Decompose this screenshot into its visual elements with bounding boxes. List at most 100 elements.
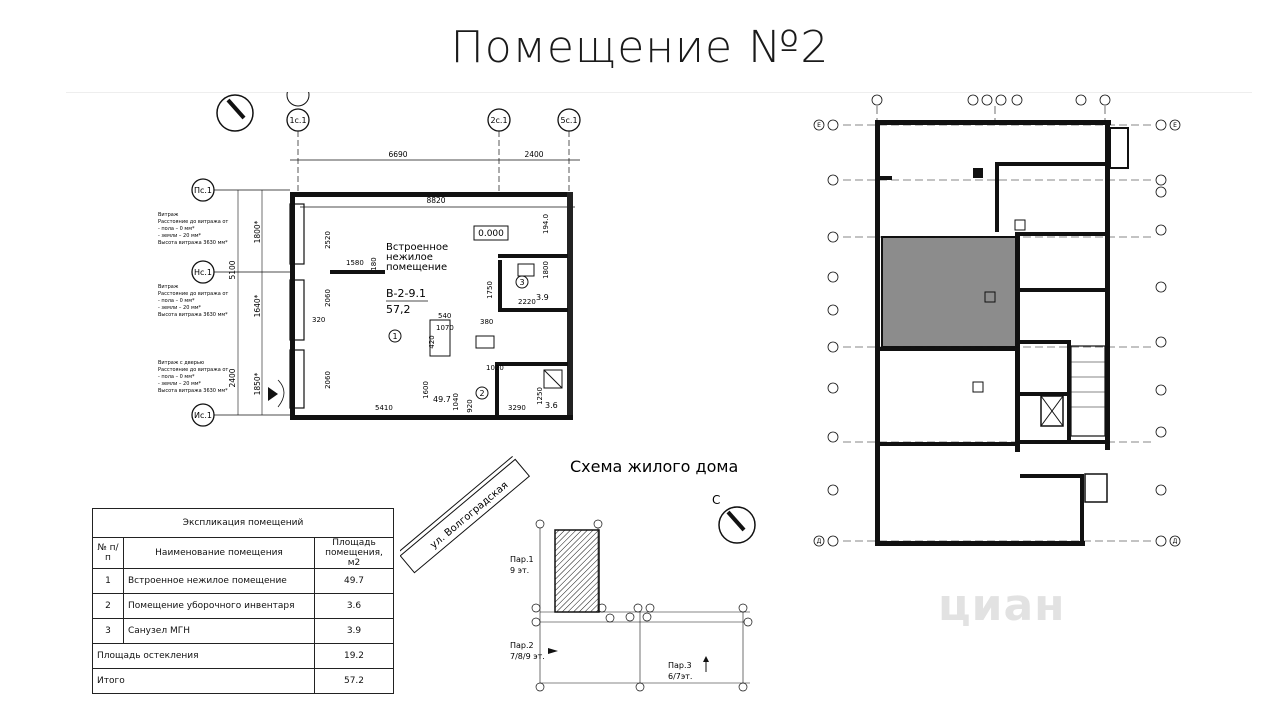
svg-text:540: 540	[438, 312, 451, 320]
total-row: Итого 57.2	[92, 668, 394, 694]
unit-floor-plan: 1с.1 2с.1 5с.1 6690 2400 8820 Пс.1 Нс.1 …	[158, 92, 581, 427]
svg-text:Витраж: Витраж	[158, 284, 179, 290]
axis-bubble-D-left: Д	[813, 535, 825, 547]
room-marker-1: 1	[388, 329, 402, 343]
svg-text:Высота витража 3630 мм*: Высота витража 3630 мм*	[158, 240, 228, 246]
svg-text:1с.1: 1с.1	[289, 116, 306, 125]
svg-text:- земли – 20 мм*: - земли – 20 мм*	[158, 381, 202, 387]
svg-text:1850*: 1850*	[253, 372, 262, 395]
table-row: 1 Встроенное нежилое помещение 49.7	[92, 568, 394, 594]
glazing-note-3: Витраж с дверью Расстояние до витража от…	[158, 360, 228, 394]
axis-bubble-D-right: Д	[1169, 535, 1181, 547]
svg-text:помещение: помещение	[386, 262, 447, 273]
svg-text:Нс.1: Нс.1	[194, 268, 212, 277]
axis-bubble-1c1: 1с.1	[286, 108, 310, 132]
glazing-note-2: Витраж Расстояние до витража от - пола –…	[158, 284, 228, 318]
svg-text:180: 180	[370, 257, 378, 270]
svg-text:- пола – 0 мм*: - пола – 0 мм*	[158, 226, 195, 232]
svg-text:5410: 5410	[375, 404, 393, 412]
col-name-header: Наименование помещения	[123, 537, 315, 569]
svg-text:Пар.3: Пар.3	[668, 661, 692, 670]
svg-text:2: 2	[479, 389, 484, 398]
svg-text:Высота витража 3630 мм*: Высота витража 3630 мм*	[158, 388, 228, 394]
col-num-header: № п/п	[92, 537, 124, 569]
svg-text:1040: 1040	[452, 393, 460, 411]
svg-text:Пар.1: Пар.1	[510, 555, 534, 564]
svg-text:Высота витража 3630 мм*: Высота витража 3630 мм*	[158, 312, 228, 318]
axis-bubble-2c1: 2с.1	[487, 108, 511, 132]
explication-title: Экспликация помещений	[92, 508, 394, 538]
svg-text:380: 380	[480, 318, 493, 326]
svg-text:Витраж: Витраж	[158, 212, 179, 218]
north-arrow-icon: С	[712, 493, 756, 544]
svg-text:Ис.1: Ис.1	[194, 411, 212, 420]
glazing-row: Площадь остекления 19.2	[92, 643, 394, 669]
svg-text:Е: Е	[817, 122, 821, 129]
building-floor-plan: Е Д Е Д	[813, 94, 1181, 547]
svg-text:920: 920	[466, 399, 474, 412]
svg-text:1070: 1070	[436, 324, 454, 332]
svg-text:1800*: 1800*	[253, 220, 262, 243]
svg-text:2400: 2400	[228, 368, 237, 387]
svg-text:ул. Волгоградская: ул. Волгоградская	[428, 480, 510, 551]
svg-text:2220: 2220	[518, 298, 536, 306]
page-title: Помещение №2	[450, 22, 830, 73]
svg-text:320: 320	[312, 316, 325, 324]
svg-text:1: 1	[392, 332, 397, 341]
building-scheme: ул. Волгоградская Схема жилого дома С Па…	[400, 455, 756, 692]
svg-text:9 эт.: 9 эт.	[510, 566, 529, 575]
axis-bubble-Nc1: Нс.1	[191, 260, 215, 284]
axis-bubble-Ic1: Ис.1	[191, 403, 215, 427]
svg-text:3290: 3290	[508, 404, 526, 412]
svg-text:2060: 2060	[324, 289, 332, 307]
explication-table: Экспликация помещений № п/п Наименование…	[92, 508, 394, 694]
svg-text:- пола – 0 мм*: - пола – 0 мм*	[158, 298, 195, 304]
svg-text:- пола – 0 мм*: - пола – 0 мм*	[158, 374, 195, 380]
svg-text:1020: 1020	[486, 364, 504, 372]
room-marker-2: 2	[475, 386, 489, 400]
svg-text:Расстояние до витража от: Расстояние до витража от	[158, 367, 228, 373]
svg-text:1600: 1600	[422, 381, 430, 399]
svg-text:Пс.1: Пс.1	[194, 186, 212, 195]
svg-text:2060: 2060	[324, 371, 332, 389]
table-row: 3 Санузел МГН 3.9	[92, 618, 394, 644]
axis-bubble-Pc1: Пс.1	[191, 178, 215, 202]
svg-text:2400: 2400	[524, 150, 543, 159]
svg-text:нежилое: нежилое	[386, 252, 433, 263]
svg-text:Расстояние до витража от: Расстояние до витража от	[158, 291, 228, 297]
svg-text:420: 420	[428, 335, 436, 348]
axis-bubble-5c1: 5с.1	[557, 108, 581, 132]
svg-text:194.0: 194.0	[542, 214, 550, 234]
svg-text:Пар.2: Пар.2	[510, 641, 534, 650]
level-mark: 0.000	[478, 229, 504, 239]
svg-text:6690: 6690	[388, 150, 407, 159]
highlighted-unit	[882, 237, 1017, 347]
svg-text:7/8/9 эт.: 7/8/9 эт.	[510, 652, 545, 661]
svg-text:5100: 5100	[228, 260, 237, 279]
svg-text:6/7эт.: 6/7эт.	[668, 672, 692, 681]
glazing-note-1: Витраж Расстояние до витража от - пола –…	[158, 212, 228, 246]
unit-code: В-2-9.1	[386, 287, 426, 300]
svg-text:- земли – 20 мм*: - земли – 20 мм*	[158, 233, 202, 239]
svg-text:Е: Е	[1173, 122, 1177, 129]
svg-text:49.7: 49.7	[433, 395, 451, 404]
svg-text:Д: Д	[817, 538, 822, 545]
svg-text:5с.1: 5с.1	[560, 116, 577, 125]
axis-bubble-E-right: Е	[1169, 119, 1181, 131]
svg-text:2520: 2520	[324, 231, 332, 249]
svg-text:8820: 8820	[426, 196, 445, 205]
svg-text:1640*: 1640*	[253, 294, 262, 317]
north-arrow-icon	[216, 94, 254, 132]
room-label: Встроенное	[386, 242, 448, 253]
svg-text:1580: 1580	[346, 259, 364, 267]
col-area-header: Площадь помещения, м2	[314, 537, 394, 569]
watermark-logo: циан	[938, 580, 1066, 631]
svg-text:3.6: 3.6	[545, 401, 558, 410]
svg-text:3.9: 3.9	[536, 293, 549, 302]
svg-text:1750: 1750	[486, 281, 494, 299]
svg-text:Витраж с дверью: Витраж с дверью	[158, 360, 204, 366]
drawing-sheet	[66, 92, 1252, 721]
svg-text:- земли – 20 мм*: - земли – 20 мм*	[158, 305, 202, 311]
svg-text:2с.1: 2с.1	[490, 116, 507, 125]
axis-bubble-E-left: Е	[813, 119, 825, 131]
